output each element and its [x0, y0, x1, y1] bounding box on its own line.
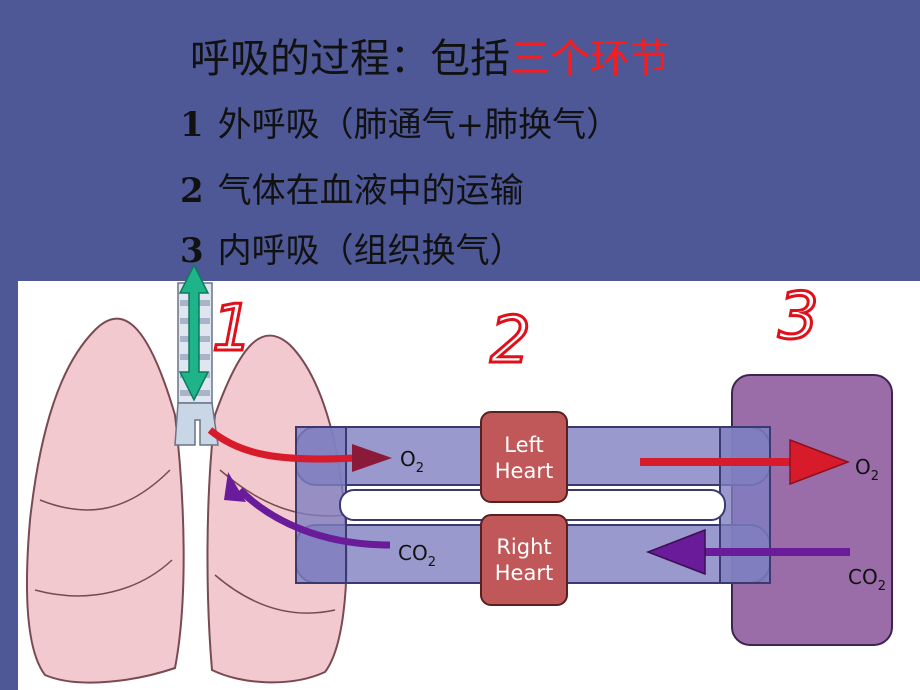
- title-main: 呼吸的过程：包括: [190, 36, 510, 82]
- item-text: 内呼吸（组织换气）: [217, 231, 524, 271]
- stage-mark-2: 2: [490, 304, 531, 378]
- right-lung: [206, 334, 348, 684]
- left-lung: [25, 317, 185, 684]
- co2-release-arrow: [224, 472, 391, 549]
- item-text: 外呼吸（肺通气+肺换气）: [217, 105, 621, 145]
- right-heart: Right Heart: [480, 514, 568, 606]
- list-item: 3 内呼吸（组织换气）: [180, 223, 524, 272]
- list-item: 1 外呼吸（肺通气+肺换气）: [180, 97, 620, 146]
- left-heart-label-2: Heart: [495, 459, 553, 483]
- title-highlight: 三个环节: [510, 36, 670, 82]
- airway-arrow: [178, 263, 210, 402]
- o2-left-label: O2: [400, 447, 424, 476]
- lungs: [25, 317, 348, 684]
- co2-collection-arrow: [645, 528, 850, 576]
- co2-left-label: CO2: [398, 541, 436, 570]
- stage-mark-3: 3: [778, 280, 819, 354]
- o2-right-label: O2: [855, 455, 879, 484]
- item-text: 气体在血液中的运输: [217, 171, 524, 211]
- item-number: 3: [180, 231, 204, 271]
- item-number: 2: [180, 171, 204, 211]
- o2-uptake-arrow: [207, 427, 392, 472]
- co2-right-label: CO2: [848, 565, 886, 594]
- list-item: 2 气体在血液中的运输: [180, 163, 524, 212]
- left-heart-label-1: Left: [504, 433, 544, 457]
- left-heart: Left Heart: [480, 411, 568, 503]
- o2-delivery-arrow: [640, 438, 851, 486]
- stage-mark-1: 1: [212, 292, 253, 366]
- right-heart-label-2: Heart: [495, 561, 553, 585]
- right-heart-label-1: Right: [496, 535, 551, 559]
- slide-title: 呼吸的过程：包括三个环节: [190, 26, 670, 84]
- item-number: 1: [180, 105, 204, 145]
